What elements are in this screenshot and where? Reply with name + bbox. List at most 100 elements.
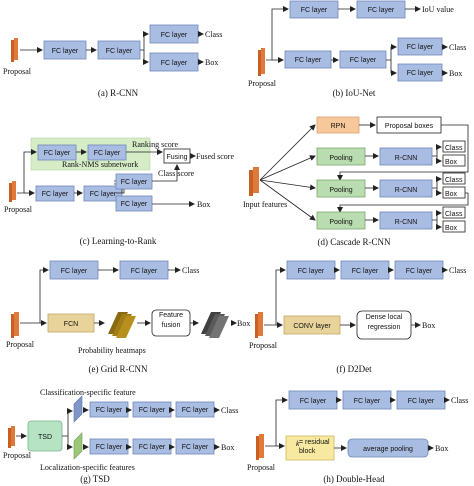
panel-g-tsd: Proposal TSD Classification-specific fea… xyxy=(3,388,238,484)
fc-layer-label: FC layer xyxy=(44,150,71,157)
fused-heatmaps-stack xyxy=(201,312,229,338)
class-output-label: Class xyxy=(449,43,466,52)
fc-layer-box xyxy=(356,0,406,19)
proposal-block xyxy=(258,48,265,76)
fc-layer-label: FC layer xyxy=(161,60,188,67)
fc-layer-label: FC layer xyxy=(298,268,325,275)
pooling-box xyxy=(316,179,366,198)
panel-a-rcnn: Proposal FC layer FC layer FC layer FC l… xyxy=(3,24,222,98)
rpn-label: RPN xyxy=(331,123,346,130)
proposal-label: Proposal xyxy=(3,67,32,76)
dense-local-regression-label: Dense local regression xyxy=(365,314,403,331)
fc-layer-label: FC layer xyxy=(408,398,435,405)
rcnn-label: R-CNN xyxy=(395,219,418,226)
fc-layer-label: FC layer xyxy=(94,150,121,157)
probability-heatmaps-stack xyxy=(108,312,136,338)
rcnn-box xyxy=(379,179,433,198)
fc-layer-label: FC layer xyxy=(106,48,133,55)
caption-a: (a) R-CNN xyxy=(98,88,139,98)
caption-c: (c) Learning-to-Rank xyxy=(80,236,157,246)
fc-layer-box xyxy=(115,195,153,212)
iou-value-label: IoU value xyxy=(422,5,454,14)
localization-feature-label: Localization-specific features xyxy=(40,463,135,472)
average-pooling-label: average pooling xyxy=(363,446,413,453)
caption-d: (d) Cascade R-CNN xyxy=(318,237,391,247)
fusing-label: Fusing xyxy=(166,154,187,161)
classification-feature-block xyxy=(73,395,83,423)
pooling-box xyxy=(316,147,366,166)
fc-layer-label: FC layer xyxy=(121,201,148,208)
fc-layer-label: FC layer xyxy=(300,398,327,405)
class-output-label: Class xyxy=(205,30,222,39)
fc-layer-box xyxy=(83,185,123,202)
class-score-label: Class score xyxy=(158,169,195,178)
proposal-block xyxy=(8,426,15,448)
fc-layer-label: FC layer xyxy=(161,32,188,39)
residual-block-box xyxy=(285,435,335,461)
proposal-block xyxy=(9,181,16,202)
panel-h-double-head: Proposal FC layer FC layer FC layer Clas… xyxy=(247,390,468,484)
box-output-label: Box xyxy=(221,443,234,452)
box-output-label: Box xyxy=(422,321,435,330)
box-output-label: Box xyxy=(449,69,462,78)
fc-layer-label: FC layer xyxy=(352,268,379,275)
input-features-label: Input features xyxy=(243,200,287,209)
proposal-label: Proposal xyxy=(247,463,276,472)
proposal-block xyxy=(255,312,263,338)
fc-layer-label: FC layer xyxy=(350,57,377,64)
proposal-label: Proposal xyxy=(6,340,35,349)
fc-layer-label: FC layer xyxy=(96,444,123,451)
class-output-label: Class xyxy=(445,177,463,184)
fc-layer-label: FC layer xyxy=(368,7,395,14)
proposal-label: Proposal xyxy=(3,451,32,460)
fc-layer-label: FC layer xyxy=(406,268,433,275)
proposal-label: Proposal xyxy=(4,205,33,214)
proposal-label: Proposal xyxy=(248,79,277,88)
pooling-label: Pooling xyxy=(329,187,352,194)
proposal-boxes-label: Proposal boxes xyxy=(385,123,434,130)
panel-f-d2det: Proposal FC layer FC layer FC layer Clas… xyxy=(249,260,466,374)
fc-layer-box xyxy=(87,144,127,161)
fc-layer-label: FC layer xyxy=(61,268,88,275)
fc-layer-label: FC layer xyxy=(295,57,322,64)
fc-layer-label: FC layer xyxy=(301,7,328,14)
localization-feature-block xyxy=(73,432,83,460)
fc-layer-label: FC layer xyxy=(407,70,434,77)
class-output-box xyxy=(442,140,466,153)
fc-layer-box xyxy=(115,173,153,190)
class-output-label: Class xyxy=(182,266,199,275)
class-output-label: Class xyxy=(451,396,468,405)
proposal-label: Proposal xyxy=(249,341,278,350)
class-output-box xyxy=(442,172,466,185)
classification-feature-label: Classification-specific feature xyxy=(40,388,136,397)
fc-layer-box xyxy=(284,50,332,69)
box-output-label: Box xyxy=(445,191,458,198)
fused-score-label: Fused score xyxy=(196,152,234,161)
caption-h: (h) Double-Head xyxy=(323,474,385,484)
fc-layer-label: FC layer xyxy=(182,444,209,451)
fc-layer-box xyxy=(37,144,77,161)
fc-layer-label: FC layer xyxy=(139,407,166,414)
fc-layer-box xyxy=(35,185,75,202)
panel-b-iounet: Proposal FC layer FC layer IoU value FC … xyxy=(248,0,466,98)
ranking-score-label: Ranking score xyxy=(132,140,178,149)
conv-layer-label: CONV layer xyxy=(293,323,331,330)
box-output-box xyxy=(442,220,466,233)
box-output-box xyxy=(442,186,466,199)
rcnn-label: R-CNN xyxy=(395,155,418,162)
tsd-label: TSD xyxy=(38,434,52,441)
caption-g: (g) TSD xyxy=(80,474,110,484)
fc-layer-label: FC layer xyxy=(139,444,166,451)
box-output-label: Box xyxy=(205,58,218,67)
pooling-label: Pooling xyxy=(329,219,352,226)
box-output-label: Box xyxy=(445,159,458,166)
box-output-label: Box xyxy=(197,200,210,209)
panel-d-cascade-rcnn: Input features RPN Proposal boxes Poolin… xyxy=(243,116,469,247)
fc-layer-box xyxy=(289,0,339,19)
residual-block-label: = residual block xyxy=(299,439,330,455)
panel-e-grid-rcnn: Proposal FC layer FC layer Class FCN Pro… xyxy=(6,260,250,374)
rcnn-box xyxy=(379,147,433,166)
caption-b: (b) IoU-Net xyxy=(333,88,376,98)
caption-e: (e) Grid R-CNN xyxy=(89,364,148,374)
rcnn-box xyxy=(379,211,433,230)
